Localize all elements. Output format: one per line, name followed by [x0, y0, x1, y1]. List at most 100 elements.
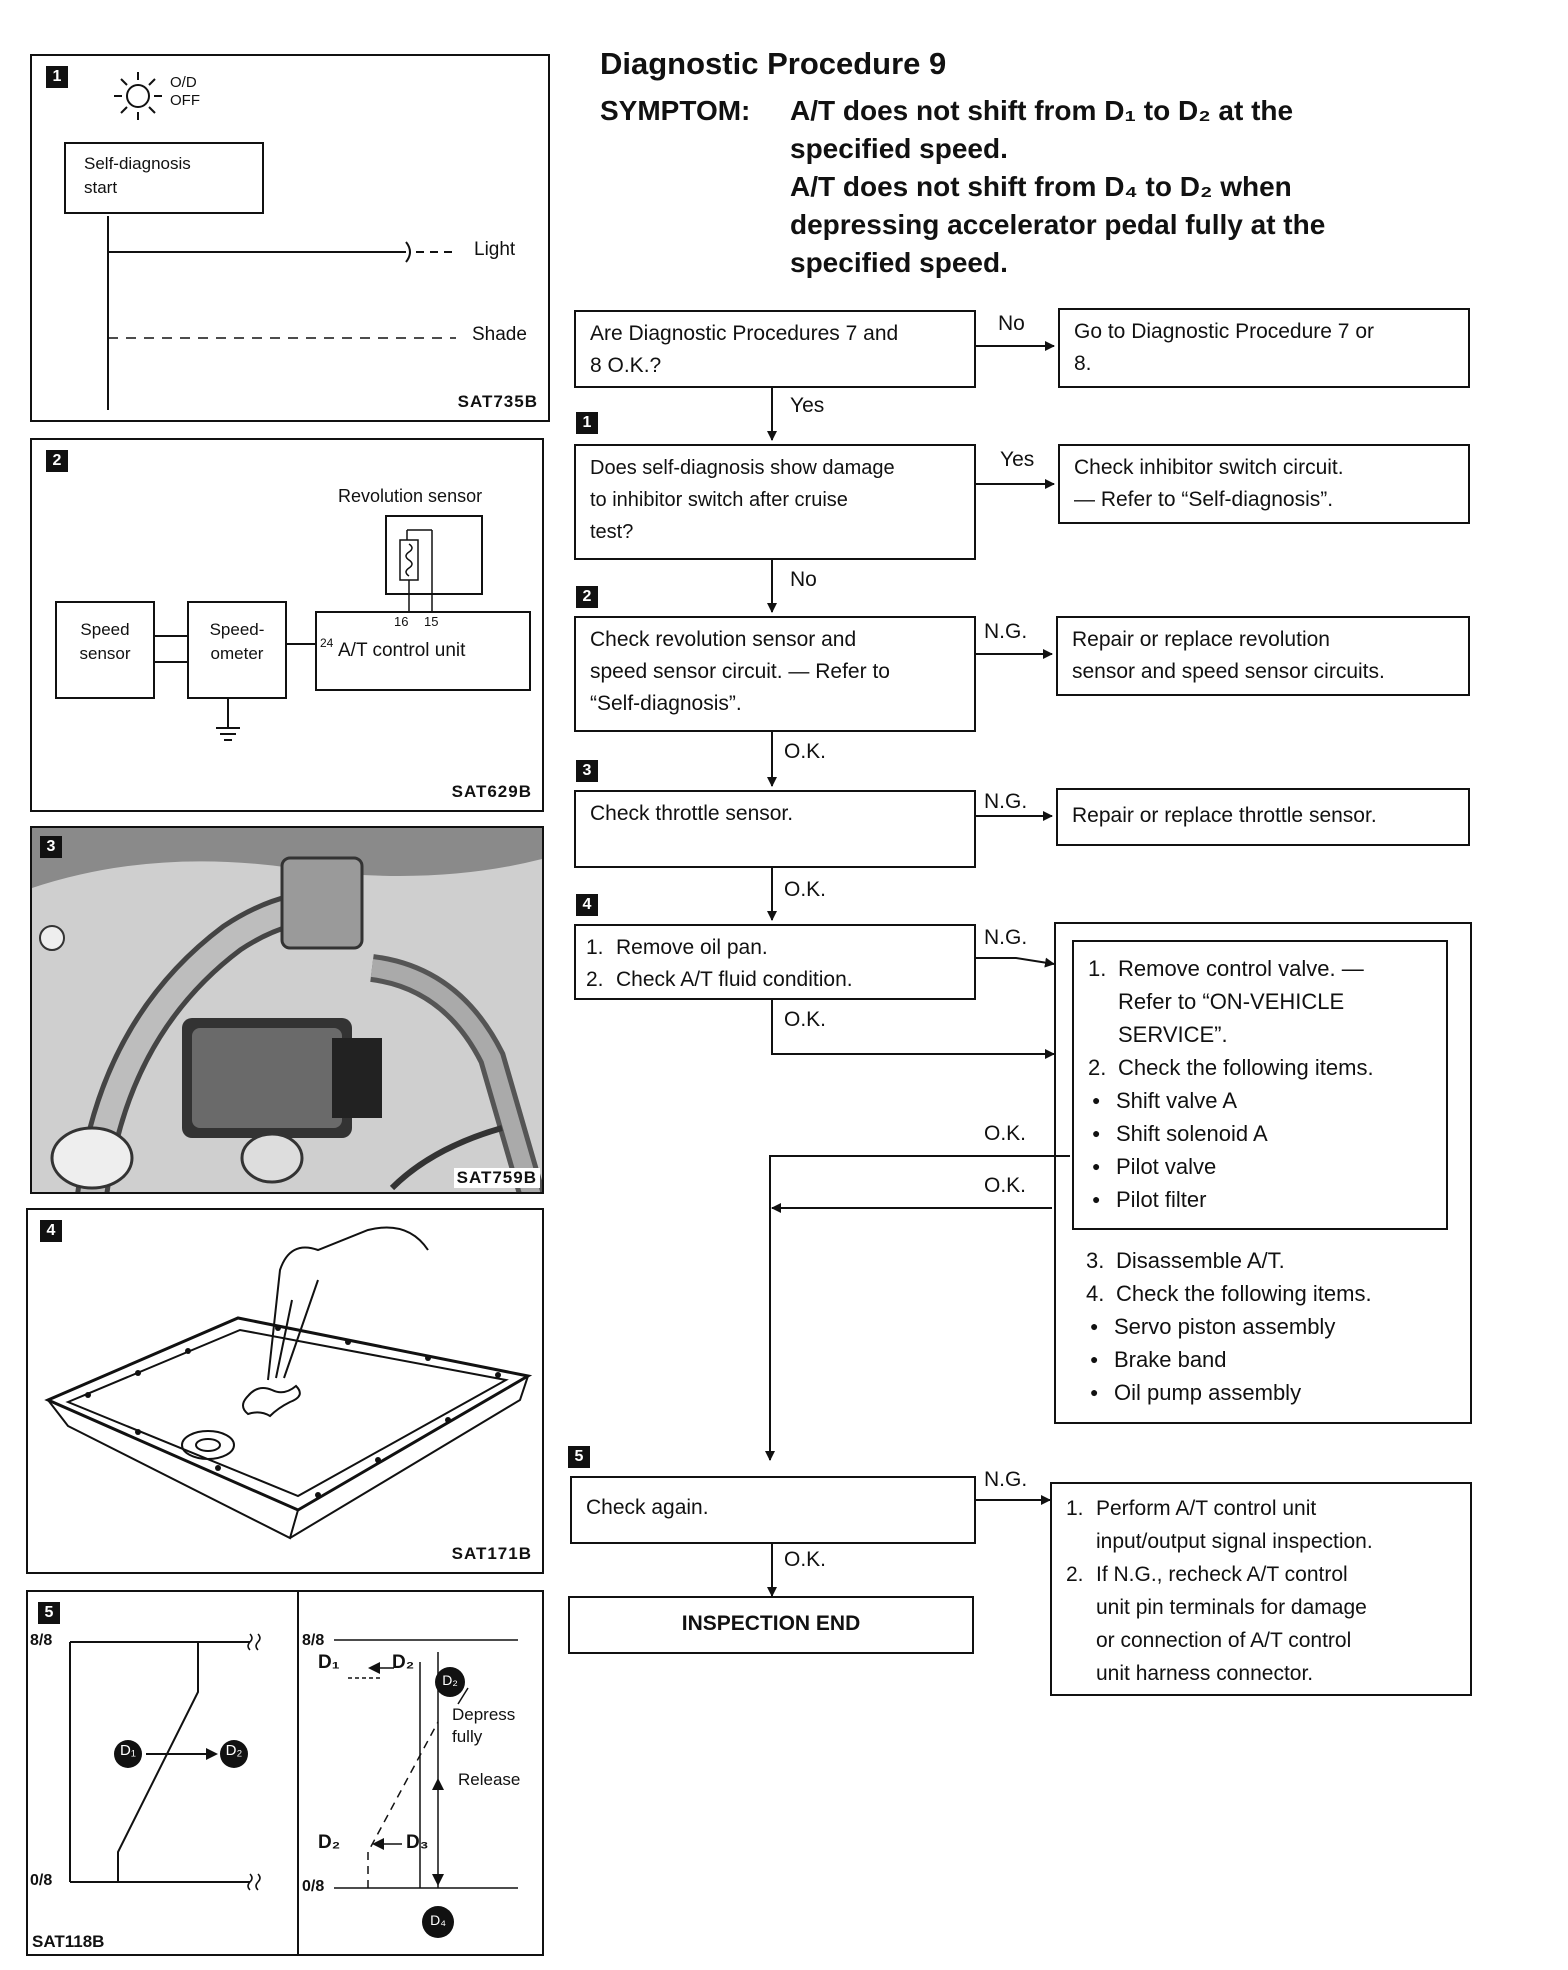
- repair-throttle-sensor-box: Repair or replace throttle sensor.: [1056, 788, 1470, 846]
- right-d1-label: D₁: [318, 1652, 340, 1673]
- ok-label-3: O.K.: [784, 878, 827, 901]
- final-item-1-line-1: Perform A/T control unit: [1096, 1497, 1317, 1520]
- step-1-badge: 1: [576, 412, 598, 434]
- cv-item-2-line-1: Check the following items.: [1118, 1055, 1374, 1080]
- cv-item-1-line-3: SERVICE”.: [1118, 1022, 1228, 1047]
- right-d4-circle-label: D₄: [430, 1912, 446, 1928]
- check-inhibitor-switch-box: Check inhibitor switch circuit. — Refer …: [1058, 444, 1470, 524]
- step-3-badge: 3: [576, 760, 598, 782]
- right-chart-bottom-label: 0/8: [302, 1878, 325, 1895]
- inspection-end-text: INSPECTION END: [681, 1612, 861, 1635]
- release-label: Release: [458, 1770, 521, 1789]
- symptom-label: SYMPTOM:: [600, 95, 751, 126]
- yes-label: Yes: [790, 394, 825, 417]
- figure-code: SAT629B: [451, 782, 532, 801]
- pin-15-label: 15: [424, 614, 439, 629]
- step-5-check-again-box: Check again.: [570, 1476, 976, 1544]
- right-d2-lower-label: D₂: [318, 1832, 341, 1853]
- od-off-lamp-icon: [107, 72, 456, 410]
- symptom-line-3: A/T does not shift from D₄ to D₂ when: [790, 171, 1292, 202]
- off-label: OFF: [170, 92, 200, 109]
- right-chart-top-label: 8/8: [302, 1632, 325, 1649]
- goto-line-1: Go to Diagnostic Procedure 7 or: [1074, 320, 1374, 343]
- cv-item-1-num: 1.: [1088, 956, 1107, 981]
- step-2-line-1: Check revolution sensor and: [590, 628, 857, 651]
- final-item-2-line-2: unit pin terminals for damage: [1096, 1596, 1367, 1619]
- step-4-item-2-text: Check A/T fluid condition.: [616, 968, 853, 991]
- inspection-end-box: INSPECTION END: [568, 1596, 974, 1654]
- cv-item-4-text: Check the following items.: [1116, 1281, 1372, 1306]
- light-label: Light: [474, 239, 516, 260]
- step-3-text: Check throttle sensor.: [590, 802, 794, 825]
- panel-number: 2: [46, 450, 68, 472]
- figure-code: SAT735B: [457, 392, 538, 411]
- cv-item-3-num: 3.: [1086, 1248, 1105, 1273]
- revolution-sensor-label: Revolution sensor: [338, 486, 483, 506]
- cv-item-1-line-2: Refer to “ON-VEHICLE: [1118, 989, 1345, 1014]
- step-2-badge: 2: [576, 586, 598, 608]
- oil-pan-illustration-image: [44, 1226, 533, 1540]
- start-label-line1: Self-diagnosis: [84, 154, 191, 173]
- depress-fully-label: Depress fully: [452, 1704, 515, 1748]
- repair-revolution-sensor-box: Repair or replace revolution sensor and …: [1056, 616, 1470, 696]
- speed-sensor-line2: sensor: [79, 644, 131, 663]
- ok-label-a: O.K.: [984, 1122, 1027, 1145]
- ng-label-5: N.G.: [984, 1468, 1028, 1491]
- repair-2-line-1: Repair or replace revolution: [1072, 628, 1330, 651]
- left-chart-top-label: 8/8: [30, 1632, 53, 1649]
- step-1-line-3: test?: [590, 521, 634, 543]
- goto-procedure-box: Go to Diagnostic Procedure 7 or 8.: [1058, 308, 1470, 388]
- repair-3-text: Repair or replace throttle sensor.: [1072, 804, 1377, 827]
- step-1-line-1: Does self-diagnosis show damage: [590, 457, 895, 479]
- list-item: Shift valve A: [1088, 1084, 1434, 1117]
- final-item-1-num: 1.: [1066, 1497, 1084, 1520]
- panel-number: 4: [40, 1220, 62, 1242]
- panel-2-wiring: 2 Revolution sensor 16 15 Speed sensor S…: [30, 438, 544, 812]
- ng-label-3: N.G.: [984, 790, 1028, 813]
- depress-line2: fully: [452, 1727, 483, 1746]
- ok-label-2: O.K.: [784, 740, 827, 763]
- step-5-text: Check again.: [586, 1496, 709, 1519]
- cv-outer-bullet-list: Servo piston assembly Brake band Oil pum…: [1086, 1310, 1456, 1409]
- goto-line-2: 8.: [1074, 352, 1092, 375]
- speed-sensor-box-label: Speed sensor: [56, 618, 154, 666]
- symptom-line-4: depressing accelerator pedal fully at th…: [790, 209, 1326, 240]
- step-5-badge: 5: [568, 1446, 590, 1468]
- panel-4-oil-pan: 4 SAT171B: [26, 1208, 544, 1574]
- pin-16-label: 16: [394, 614, 409, 629]
- right-d2-circle-label: D₂: [442, 1672, 458, 1688]
- final-item-2-num: 2.: [1066, 1563, 1084, 1586]
- no-label: No: [998, 312, 1025, 335]
- figure-code: SAT759B: [453, 1168, 540, 1188]
- shift-schedule-diagrams: [69, 1592, 518, 1954]
- step-2-line-2: speed sensor circuit. — Refer to: [590, 660, 890, 683]
- inhibitor-line-2: — Refer to “Self-diagnosis”.: [1074, 488, 1334, 511]
- symptom-line-1: A/T does not shift from D₁ to D₂ at the: [790, 95, 1294, 126]
- final-item-1-line-2: input/output signal inspection.: [1096, 1530, 1373, 1553]
- wiring-diagram: [55, 515, 531, 741]
- cv-item-4-num: 4.: [1086, 1281, 1105, 1306]
- panel-number: 3: [40, 836, 62, 858]
- step-2-revolution-sensor-box: Check revolution sensor and speed sensor…: [574, 616, 976, 732]
- speedometer-box-label: Speed- ometer: [188, 618, 286, 666]
- cv-item-3-text: Disassemble A/T.: [1116, 1248, 1285, 1273]
- speedometer-line1: Speed-: [209, 620, 265, 639]
- step-4-badge: 4: [576, 894, 598, 916]
- left-chart-bottom-label: 0/8: [30, 1872, 53, 1889]
- throttle-sensor-photo-image: [32, 828, 542, 1192]
- repair-2-line-2: sensor and speed sensor circuits.: [1072, 660, 1385, 683]
- final-item-2-line-4: unit harness connector.: [1096, 1662, 1314, 1685]
- step-4-item-1-text: Remove oil pan.: [616, 936, 768, 959]
- panel-number: 5: [38, 1602, 60, 1624]
- right-d3-label: D₃: [406, 1832, 429, 1853]
- ng-label-2: N.G.: [984, 620, 1028, 643]
- control-valve-outer-box: [1054, 922, 1472, 1424]
- step-4-item-1-num: 1.: [586, 936, 604, 959]
- control-unit-label: A/T control unit: [338, 640, 466, 661]
- speed-sensor-line1: Speed: [80, 620, 130, 639]
- shade-label: Shade: [472, 324, 527, 345]
- speedometer-line2: ometer: [210, 644, 264, 663]
- symptom-line-2: specified speed.: [790, 133, 1008, 164]
- figure-code: SAT118B: [32, 1932, 105, 1951]
- step-4-item-2-num: 2.: [586, 968, 604, 991]
